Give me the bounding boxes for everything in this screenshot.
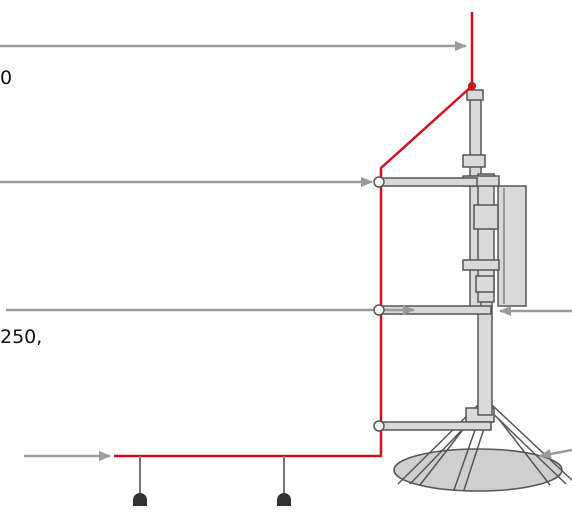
- connection-nodes: [373, 176, 385, 432]
- leader-arrows: [0, 41, 572, 461]
- connector-bar-top: [380, 177, 478, 187]
- air-terminal-joint: [468, 82, 476, 90]
- mast-joint: [462, 154, 486, 168]
- ground-conductor: [114, 12, 474, 458]
- callout-label-1: 0: [0, 67, 13, 89]
- callout-label-2: 250,: [0, 326, 43, 348]
- bracket-plate: [473, 204, 499, 230]
- bracket-clamp-2: [462, 259, 500, 271]
- equipment-box: [497, 185, 527, 307]
- earth-rods: [133, 456, 291, 506]
- bracket-lower: [475, 275, 495, 293]
- mast-tube: [477, 299, 493, 416]
- connector-bar-bottom: [380, 421, 492, 431]
- mast-top-cap: [466, 89, 484, 101]
